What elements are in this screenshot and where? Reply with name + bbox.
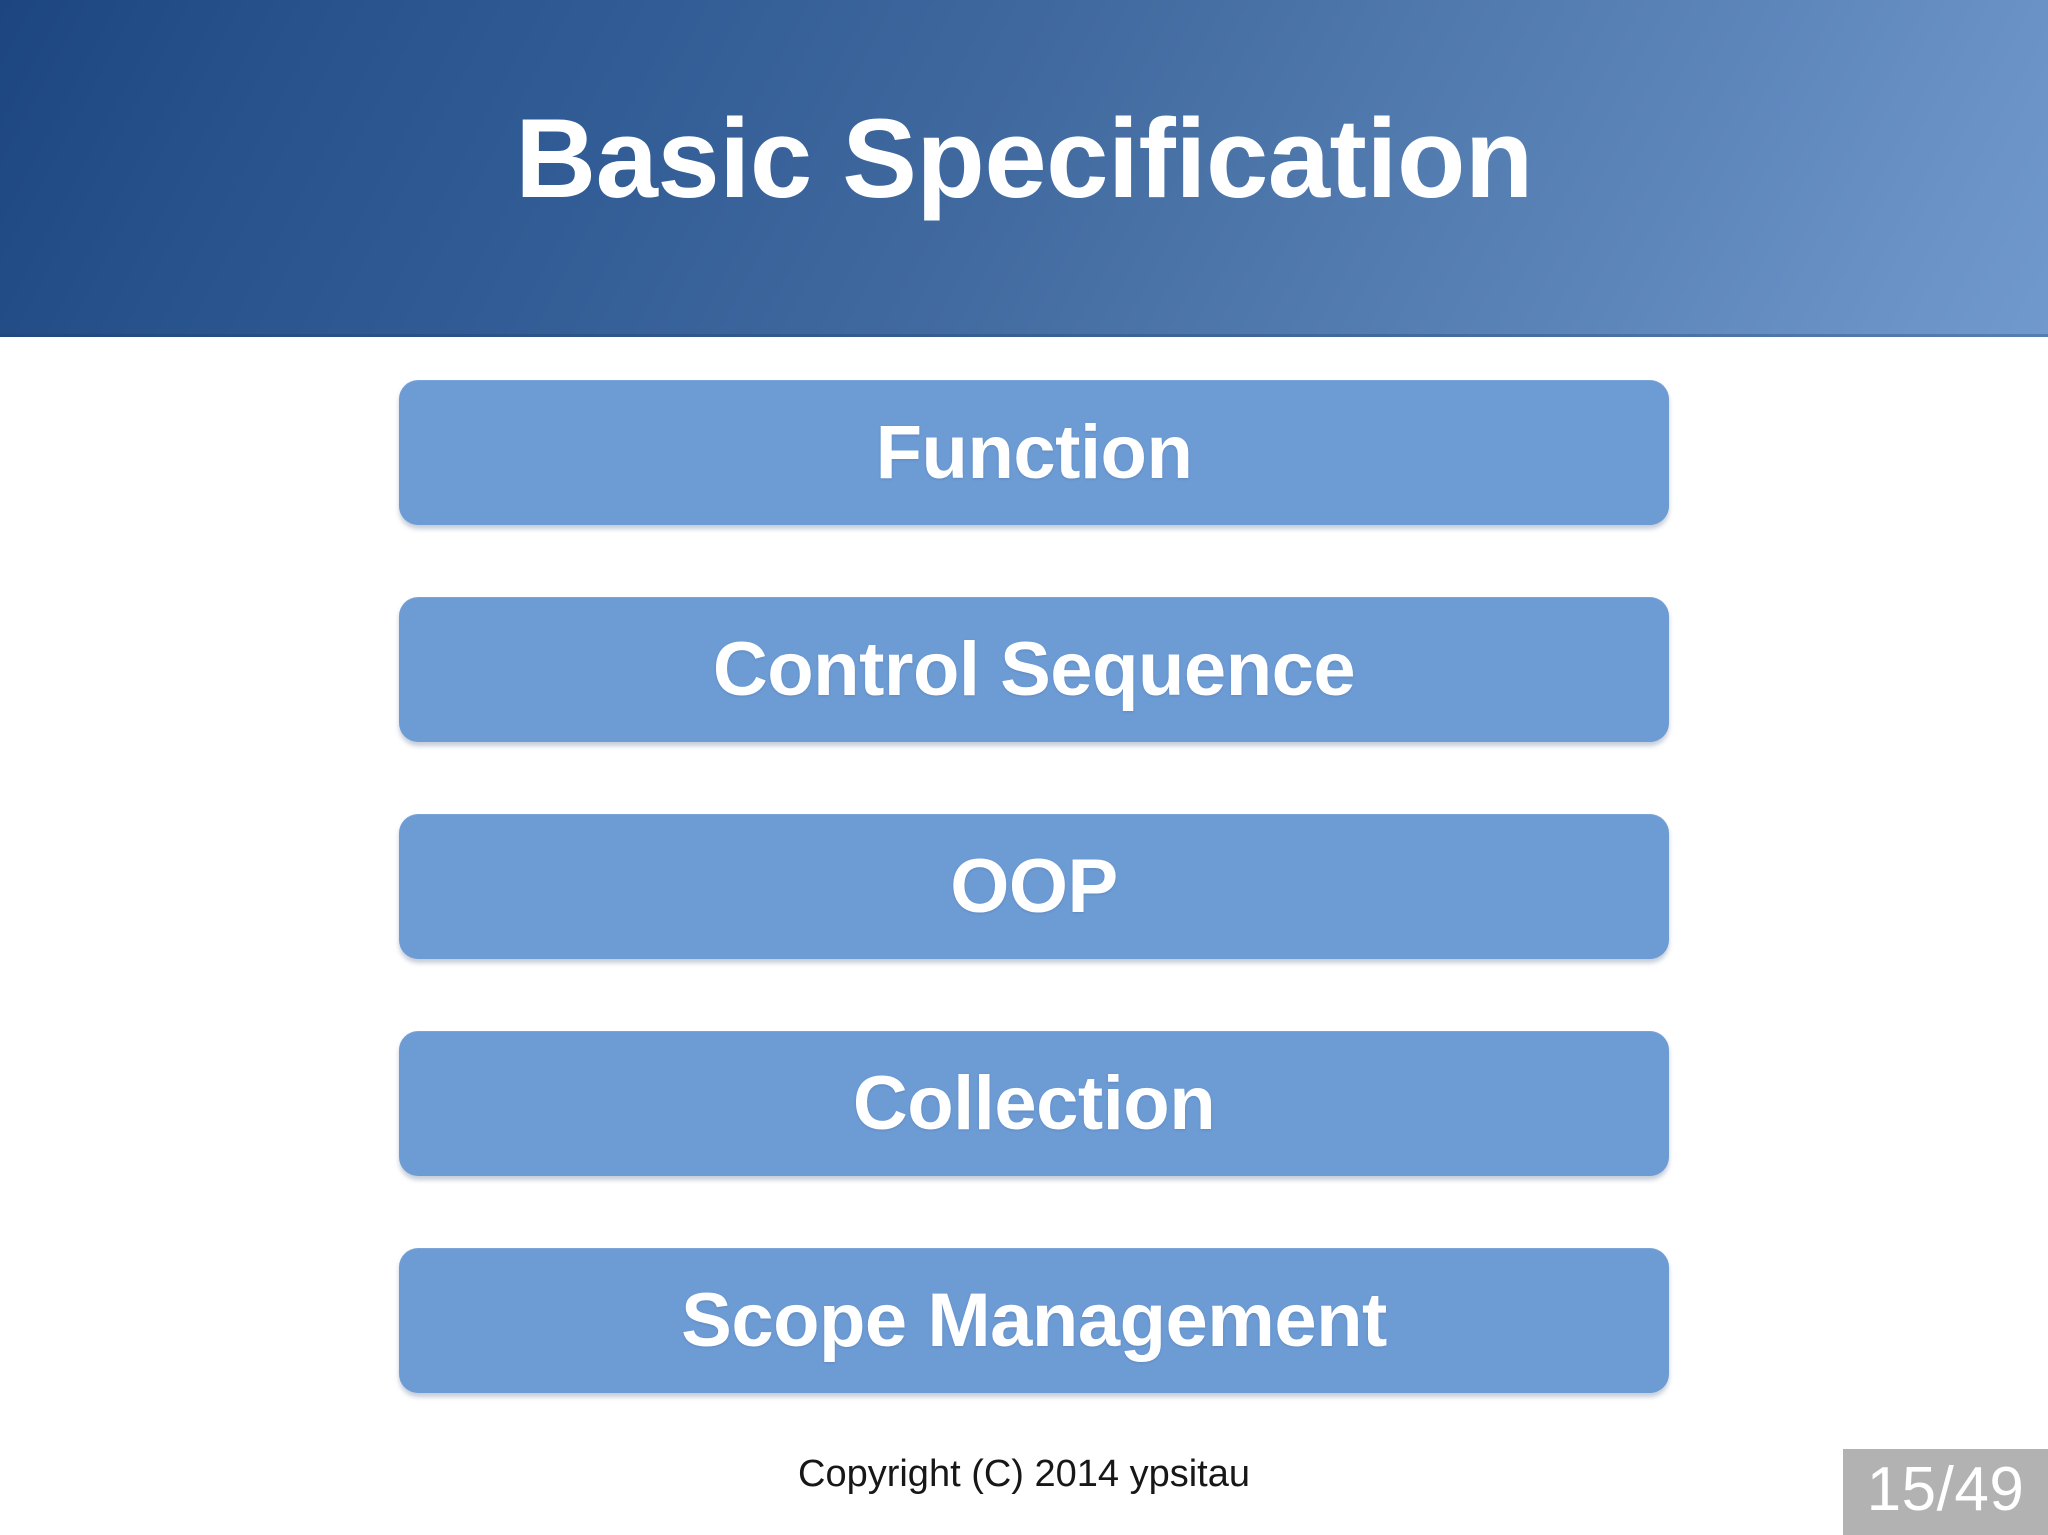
slide-header-band: Basic Specification [0, 0, 2048, 337]
copyright-notice: Copyright (C) 2014 ypsitau [798, 1453, 1250, 1495]
topic-box-oop[interactable]: OOP [399, 814, 1669, 959]
topic-box-label: Control Sequence [712, 626, 1356, 712]
topic-box-scope-management[interactable]: Scope Management [399, 1248, 1669, 1393]
topic-box-label: Collection [852, 1060, 1216, 1146]
topic-box-control-sequence[interactable]: Control Sequence [399, 597, 1669, 742]
page-title: Basic Specification [515, 96, 1533, 221]
topic-box-collection[interactable]: Collection [399, 1031, 1669, 1176]
page-number-label: 15/49 [1866, 1455, 2025, 1524]
topic-box-label: Function [875, 409, 1193, 495]
topic-box-list: Function Control Sequence OOP Collection… [399, 380, 1669, 1393]
topic-box-function[interactable]: Function [399, 380, 1669, 525]
topic-box-label: OOP [950, 843, 1118, 929]
topic-box-label: Scope Management [681, 1277, 1387, 1363]
page-number-badge: 15/49 [1843, 1449, 2048, 1535]
